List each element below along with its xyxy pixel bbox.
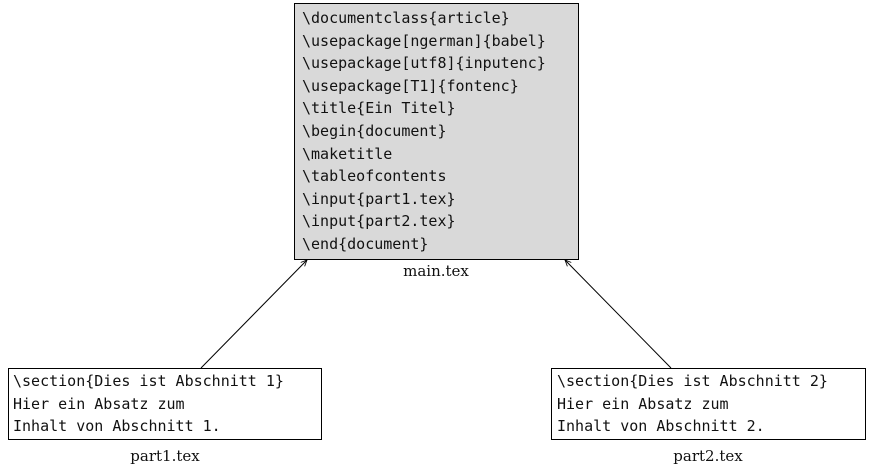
code-line: \usepackage[T1]{fontenc}	[302, 76, 519, 95]
code-line: Inhalt von Abschnitt 1.	[13, 417, 221, 436]
main-tex-code-box: \documentclass{article} \usepackage[nger…	[294, 3, 579, 260]
arrow-part2-to-main	[565, 260, 672, 369]
code-line: \section{Dies ist Abschnitt 1}	[13, 372, 284, 390]
main-tex-caption: main.tex	[403, 262, 469, 280]
part2-tex-code-box: \section{Dies ist Abschnitt 2} Hier ein …	[551, 368, 866, 440]
code-line: \end{document}	[302, 234, 429, 253]
code-line: \title{Ein Titel}	[302, 99, 456, 118]
code-line: \usepackage[utf8]{inputenc}	[302, 54, 546, 73]
part2-tex-caption: part2.tex	[673, 447, 743, 465]
code-line: \maketitle	[302, 144, 393, 163]
part1-tex-caption: part1.tex	[130, 447, 200, 465]
code-line: \begin{document}	[302, 121, 447, 140]
code-line: Hier ein Absatz zum	[557, 394, 729, 413]
code-line: \tableofcontents	[302, 167, 447, 186]
code-line: \documentclass{article}	[302, 9, 510, 27]
part1-tex-code-box: \section{Dies ist Abschnitt 1} Hier ein …	[8, 368, 322, 440]
code-line: \section{Dies ist Abschnitt 2}	[557, 372, 828, 390]
code-line: \input{part2.tex}	[302, 212, 456, 231]
code-line: Hier ein Absatz zum	[13, 394, 185, 413]
code-line: Inhalt von Abschnitt 2.	[557, 417, 765, 436]
arrow-part1-to-main	[200, 260, 307, 369]
code-line: \input{part1.tex}	[302, 189, 456, 208]
code-line: \usepackage[ngerman]{babel}	[302, 31, 546, 50]
